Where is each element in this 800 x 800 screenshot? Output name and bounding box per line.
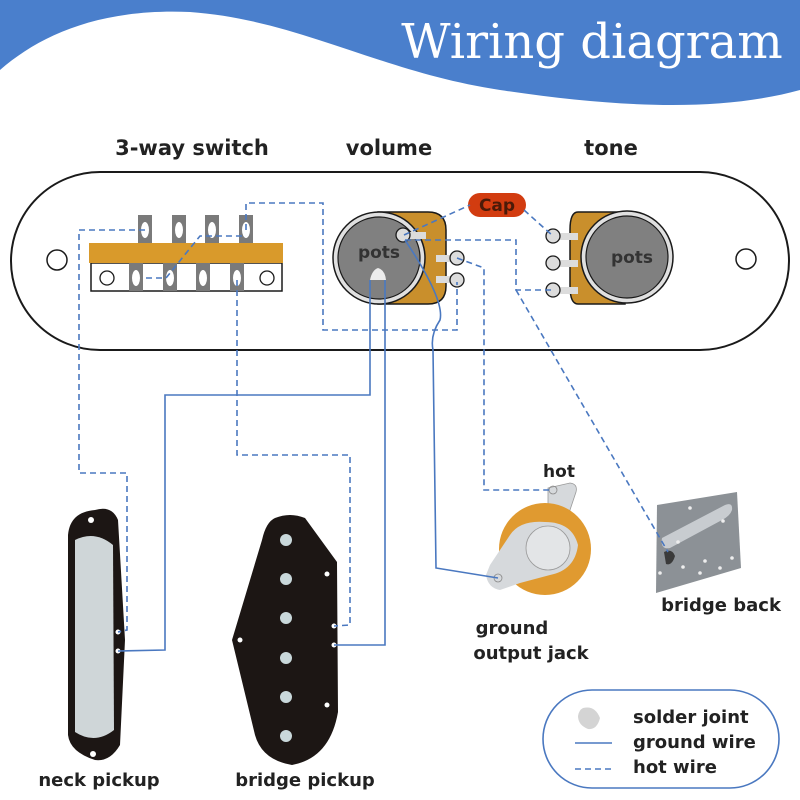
mounting-hole-left: [46, 249, 68, 271]
volume-lug-1: [408, 232, 426, 239]
tone-label: tone: [584, 136, 638, 160]
bridge-screw-hole: [324, 702, 330, 708]
tone-lug-3: [556, 287, 578, 294]
hot-wire-switch-jumper: [146, 235, 246, 279]
bridge-back-label: bridge back: [661, 595, 782, 616]
hot-wires: [78, 202, 669, 633]
switch-base: [90, 262, 283, 292]
bridge-hole: [658, 571, 662, 575]
tone-pot-face: [585, 215, 669, 299]
lug-hole: [132, 270, 140, 286]
hot-wire-cap-to-tone: [523, 209, 554, 237]
capacitor[interactable]: Cap: [468, 193, 526, 217]
neck-screw-hole-top: [88, 517, 94, 523]
hot-wire-switch-to-neck: [78, 229, 145, 633]
legend: solder joint ground wire hot wire: [542, 689, 780, 789]
bridge-hole: [703, 559, 707, 563]
ground-wire-volume-to-jack: [404, 239, 499, 579]
header-banner: Wiring diagram: [0, 0, 800, 106]
jack-ground-label: ground: [476, 618, 549, 639]
neck-pickup-label: neck pickup: [38, 770, 159, 791]
bridge-screw-hole: [324, 571, 330, 577]
neck-pickup-cover: [75, 536, 114, 739]
jack-hot-label: hot: [543, 462, 575, 482]
legend-box: [542, 689, 780, 789]
legend-label-hot-wire: hot wire: [633, 757, 717, 778]
bridge-hole: [676, 540, 680, 544]
legend-label-ground-wire: ground wire: [633, 732, 756, 753]
lug-hole: [166, 270, 174, 286]
pole-piece: [280, 573, 292, 585]
lug-hole: [175, 222, 183, 238]
volume-pot[interactable]: pots: [332, 211, 465, 305]
banner-wave: [0, 0, 800, 106]
pole-piece: [280, 534, 292, 546]
output-jack[interactable]: hot ground output jack: [473, 462, 591, 664]
neck-pickup[interactable]: [68, 508, 125, 761]
bridge-hole: [698, 571, 702, 575]
legend-label-solder-joint: solder joint: [633, 707, 749, 728]
volume-solder-joint-icon: [370, 268, 386, 280]
bridge-hole: [721, 519, 725, 523]
switch-label: 3-way switch: [115, 136, 269, 160]
bridge-pickup-slot: [661, 504, 733, 549]
output-jack-label: output jack: [473, 643, 589, 664]
capacitor-body: [468, 193, 526, 217]
switch-screw-hole-left: [99, 270, 115, 286]
bridge-solder-spot: [664, 550, 675, 565]
tone-pot-label: pots: [611, 248, 653, 268]
legend-solder-joint-icon: [578, 707, 600, 730]
volume-pot-label: pots: [358, 243, 400, 263]
volume-terminal-3: [449, 272, 465, 288]
hot-wire-ground-to-bridge-back: [515, 289, 669, 553]
bridge-pickup-plate: [232, 515, 338, 765]
hot-wire-volume-to-tone: [405, 239, 553, 291]
neck-screw-hole-bottom: [90, 751, 96, 757]
pole-piece: [280, 730, 292, 742]
bridge-hole: [718, 566, 722, 570]
ground-wire-volume-to-neck: [117, 280, 371, 652]
bridge-hole: [688, 506, 692, 510]
bridge-pickup[interactable]: [232, 515, 338, 765]
hot-wire-switch-to-volume: [245, 202, 458, 331]
switch-screw-hole-right: [259, 270, 275, 286]
ground-wires: [117, 239, 499, 652]
volume-lug-2: [436, 255, 454, 262]
pole-piece: [280, 652, 292, 664]
tone-terminal-2: [545, 255, 561, 271]
bridge-pickup-label: bridge pickup: [235, 770, 375, 791]
page-title: Wiring diagram: [401, 14, 783, 70]
capacitor-label: Cap: [479, 196, 515, 216]
volume-lug-3: [436, 276, 454, 283]
mounting-hole-right: [735, 248, 757, 270]
tone-lug-2: [556, 260, 578, 267]
bridge-hole: [730, 556, 734, 560]
pole-piece: [280, 691, 292, 703]
lug-hole: [199, 270, 207, 286]
lug-hole: [208, 222, 216, 238]
hot-wire-volume-to-jack: [456, 257, 553, 491]
jack-center: [525, 525, 571, 571]
bridge-hole: [681, 565, 685, 569]
volume-terminal-1: [395, 227, 411, 243]
ground-wire-volume-to-bridge: [334, 280, 386, 646]
bridge-screw-hole: [237, 637, 243, 643]
three-way-switch[interactable]: [89, 215, 283, 292]
bridge-back[interactable]: bridge back: [656, 492, 782, 616]
pole-piece: [280, 612, 292, 624]
lug-hole: [233, 270, 241, 286]
volume-label: volume: [346, 136, 432, 160]
tone-pot[interactable]: pots: [545, 210, 674, 305]
hot-wire-volume-to-cap: [403, 204, 471, 236]
tone-lug-1: [556, 233, 578, 240]
hot-wire-switch-to-bridge: [236, 280, 351, 627]
